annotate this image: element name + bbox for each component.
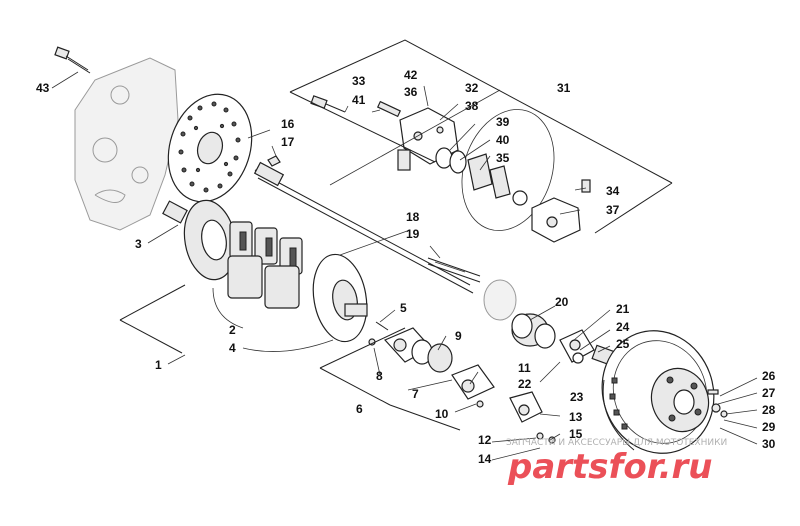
callout-22: 22 [518,377,532,391]
callout-26: 26 [762,369,776,383]
group-box-31 [289,39,673,234]
driven-sprocket [601,330,728,454]
key-17 [267,155,281,167]
callout-20: 20 [555,295,569,309]
callout-35: 35 [496,151,510,165]
callout-15: 15 [569,427,583,441]
callout-36: 36 [404,85,418,99]
brake-disc [167,93,253,203]
engine-block [74,57,179,231]
watermark: ЗАПЧАСТИ И АКСЕССУАРЫ ДЛЯ МОТОТЕХНИКИ pa… [506,438,727,487]
callout-42: 42 [404,68,418,82]
right-hub-parts [483,279,615,366]
callout-31: 31 [557,81,571,95]
callout-23: 23 [570,390,584,404]
callout-43: 43 [36,81,50,95]
callout-32: 32 [465,81,479,95]
callout-11: 11 [518,361,531,375]
group-box-18 [329,89,501,256]
callout-41: 41 [352,93,366,107]
callout-3: 3 [135,237,142,251]
callout-5: 5 [400,301,407,315]
callout-17: 17 [281,135,295,149]
callout-2: 2 [229,323,236,337]
bolt-43 [54,46,91,74]
callout-37: 37 [606,203,620,217]
callout-14: 14 [478,452,492,466]
callout-12: 12 [478,433,492,447]
callout-4: 4 [229,341,236,355]
callout-28: 28 [762,403,776,417]
callout-16: 16 [281,117,295,131]
callout-8: 8 [376,369,383,383]
watermark-logo: partsfor.ru [507,447,713,487]
callout-25: 25 [616,337,630,351]
group-box-6 [319,327,461,431]
callout-39: 39 [496,115,510,129]
callout-19: 19 [406,227,420,241]
shaft-18-19 [427,257,481,283]
callout-40: 40 [496,133,510,147]
bearing-housing [368,321,556,444]
callout-21: 21 [616,302,630,316]
callout-10: 10 [435,407,449,421]
callout-18: 18 [406,210,420,224]
callout-13: 13 [569,410,583,424]
callout-24: 24 [616,320,630,334]
callout-29: 29 [762,420,776,434]
watermark-subtitle: ЗАПЧАСТИ И АКСЕССУАРЫ ДЛЯ МОТОТЕХНИКИ [506,438,727,448]
callout-1: 1 [155,358,162,372]
group-box-1 [119,284,186,354]
leader-lines [51,71,758,461]
callout-labels: 1 2 3 4 5 6 7 8 9 10 11 12 13 14 15 16 1… [36,68,776,466]
callout-34: 34 [606,184,620,198]
callout-38: 38 [465,99,479,113]
drive-clutch [162,199,368,343]
callout-33: 33 [352,74,366,88]
callout-9: 9 [455,329,462,343]
callout-6: 6 [356,402,363,416]
callout-27: 27 [762,386,776,400]
callout-7: 7 [412,387,419,401]
callout-30: 30 [762,437,776,451]
